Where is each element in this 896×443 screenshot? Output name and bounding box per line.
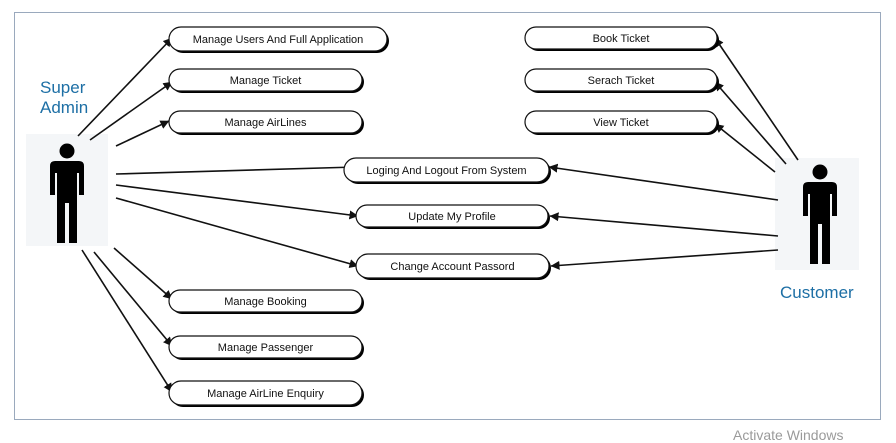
use-case-change-password-shape <box>355 253 550 279</box>
use-case-manage-airlines-shape <box>168 110 363 134</box>
association-customer-to-book-ticket <box>714 37 799 161</box>
use-case-manage-passenger: Manage Passenger <box>168 335 364 360</box>
use-case-manage-airlines: Manage AirLines <box>168 110 364 135</box>
use-case-update-profile: Update My Profile <box>355 204 550 229</box>
use-case-manage-booking: Manage Booking <box>168 289 364 314</box>
use-case-search-ticket-shape <box>524 68 718 92</box>
super-admin-label-line-2: Admin <box>40 98 89 117</box>
use-case-manage-ticket: Manage Ticket <box>168 68 364 93</box>
use-case-manage-passenger-shape <box>168 335 363 359</box>
use-case-book-ticket-shape <box>524 26 718 50</box>
use-case-manage-users-label: Manage Users And Full Application <box>193 34 364 46</box>
association-customer-to-update-profile <box>549 212 779 237</box>
association-customer-to-view-ticket <box>714 123 776 173</box>
use-case-search-ticket: Serach Ticket <box>524 68 719 93</box>
customer-label: Customer <box>780 283 854 303</box>
use-case-search-ticket-label: Serach Ticket <box>588 75 655 87</box>
use-case-login-logout-label: Loging And Logout From System <box>366 165 526 177</box>
use-case-update-profile-shape <box>355 204 549 228</box>
association-super-admin-to-change-password <box>115 197 359 269</box>
use-case-manage-enquiry-label: Manage AirLine Enquiry <box>207 388 324 400</box>
use-case-login-logout-shape <box>343 157 550 183</box>
use-case-change-password-label: Change Account Passord <box>390 261 514 273</box>
association-super-admin-to-update-profile <box>115 184 359 220</box>
use-case-book-ticket: Book Ticket <box>524 26 719 51</box>
use-case-change-password: Change Account Passord <box>355 253 551 280</box>
customer-actor-icon <box>803 164 837 264</box>
association-customer-to-search-ticket <box>714 81 787 165</box>
super-admin-label-line-1: Super <box>40 78 86 97</box>
association-super-admin-to-manage-users <box>77 37 173 137</box>
association-super-admin-to-manage-passenger <box>93 251 173 347</box>
association-super-admin-to-manage-ticket <box>89 81 173 141</box>
use-case-manage-ticket-shape <box>168 68 363 92</box>
use-case-book-ticket-label: Book Ticket <box>593 33 650 45</box>
use-case-view-ticket-shape <box>524 110 718 134</box>
use-case-login-logout: Loging And Logout From System <box>343 157 551 184</box>
association-customer-to-change-password <box>550 249 779 270</box>
association-super-admin-to-login-logout <box>115 162 357 175</box>
use-case-view-ticket: View Ticket <box>524 110 719 135</box>
super-admin-label: Super Admin <box>40 78 88 118</box>
association-super-admin-to-manage-airlines <box>115 120 170 147</box>
use-case-manage-booking-label: Manage Booking <box>224 296 307 308</box>
activate-windows-watermark: Activate Windows <box>733 427 844 443</box>
use-case-manage-users-shape <box>168 26 388 52</box>
use-case-manage-users: Manage Users And Full Application <box>168 26 389 53</box>
use-case-manage-booking-shape <box>168 289 363 313</box>
use-case-manage-passenger-label: Manage Passenger <box>218 342 314 354</box>
use-case-manage-enquiry-shape <box>168 380 363 406</box>
use-case-manage-enquiry: Manage AirLine Enquiry <box>168 380 364 407</box>
super-admin-actor-icon <box>50 143 84 243</box>
use-case-update-profile-label: Update My Profile <box>408 211 495 223</box>
use-case-manage-ticket-label: Manage Ticket <box>230 75 302 87</box>
association-customer-to-login-logout <box>548 163 779 201</box>
use-case-manage-airlines-label: Manage AirLines <box>225 117 307 129</box>
association-super-admin-to-manage-enquiry <box>81 249 173 393</box>
association-super-admin-to-manage-booking <box>113 247 173 300</box>
customer-label-line-1: Customer <box>780 283 854 302</box>
use-case-view-ticket-label: View Ticket <box>593 117 648 129</box>
